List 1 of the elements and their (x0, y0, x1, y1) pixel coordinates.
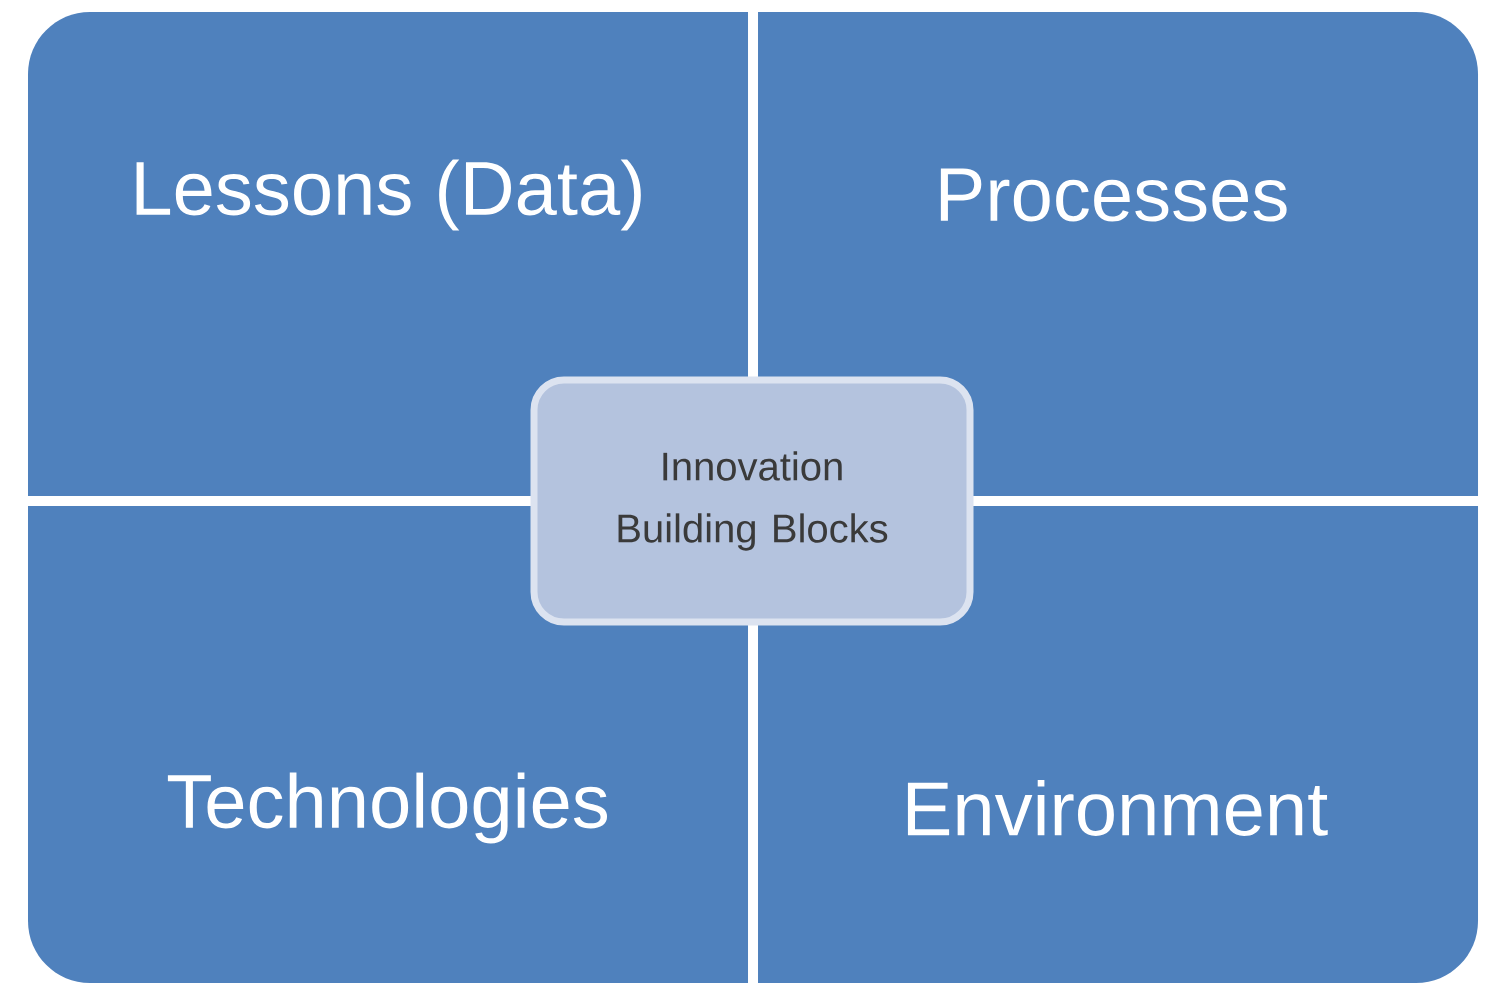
center-box: Innovation Building Blocks (530, 376, 974, 626)
